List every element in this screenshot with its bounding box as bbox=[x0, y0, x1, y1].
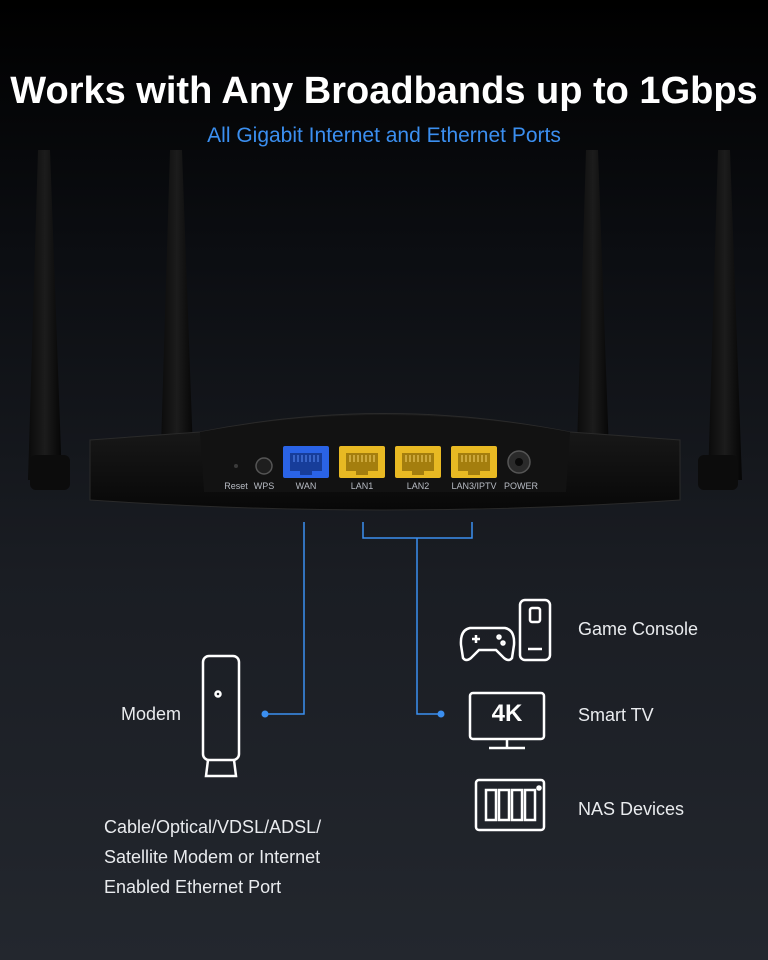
game-console-label: Game Console bbox=[578, 619, 699, 639]
modem-description-line: Cable/Optical/VDSL/ADSL/ bbox=[104, 817, 322, 837]
wps-button[interactable] bbox=[255, 457, 273, 475]
page-title: Works with Any Broadbands up to 1Gbps bbox=[10, 70, 758, 112]
game-console-icon bbox=[459, 598, 552, 662]
lan2-label: LAN2 bbox=[406, 481, 430, 491]
modem-description: Cable/Optical/VDSL/ADSL/ Satellite Modem… bbox=[104, 812, 404, 902]
lan3-iptv-port[interactable] bbox=[451, 446, 497, 478]
wan-port[interactable] bbox=[283, 446, 329, 478]
antenna-left-outer bbox=[28, 150, 70, 490]
tv-4k-badge: 4K bbox=[491, 700, 523, 727]
modem-label: Modem bbox=[121, 704, 182, 724]
lan-to-devices-line bbox=[416, 538, 440, 715]
modem-description-line: Satellite Modem or Internet bbox=[104, 847, 321, 867]
power-label: POWER bbox=[503, 481, 538, 491]
antenna-right-inner bbox=[576, 150, 610, 480]
lan2-port[interactable] bbox=[395, 446, 441, 478]
devices-connection-dot bbox=[437, 710, 445, 718]
reset-label: Reset bbox=[224, 481, 248, 491]
wan-label: WAN bbox=[295, 481, 317, 491]
connection-lines bbox=[265, 522, 473, 715]
modem-icon bbox=[201, 654, 241, 778]
nas-label: NAS Devices bbox=[578, 799, 685, 819]
lan-bracket-line bbox=[362, 522, 473, 539]
smart-tv-label: Smart TV bbox=[578, 705, 654, 725]
lan1-label: LAN1 bbox=[350, 481, 374, 491]
nas-icon bbox=[474, 778, 546, 832]
reset-pinhole[interactable] bbox=[234, 464, 238, 468]
modem-description-line: Enabled Ethernet Port bbox=[104, 877, 282, 897]
antenna-right-outer bbox=[698, 150, 742, 490]
smart-tv-icon bbox=[468, 691, 546, 750]
power-jack[interactable] bbox=[507, 450, 531, 474]
lan3-iptv-label: LAN3/IPTV bbox=[451, 481, 497, 491]
page-subtitle: All Gigabit Internet and Ethernet Ports bbox=[207, 124, 561, 147]
lan1-port[interactable] bbox=[339, 446, 385, 478]
antenna-left-inner bbox=[160, 150, 194, 480]
wps-label: WPS bbox=[253, 481, 275, 491]
modem-connection-dot bbox=[261, 710, 269, 718]
wan-to-modem-line bbox=[265, 522, 305, 715]
